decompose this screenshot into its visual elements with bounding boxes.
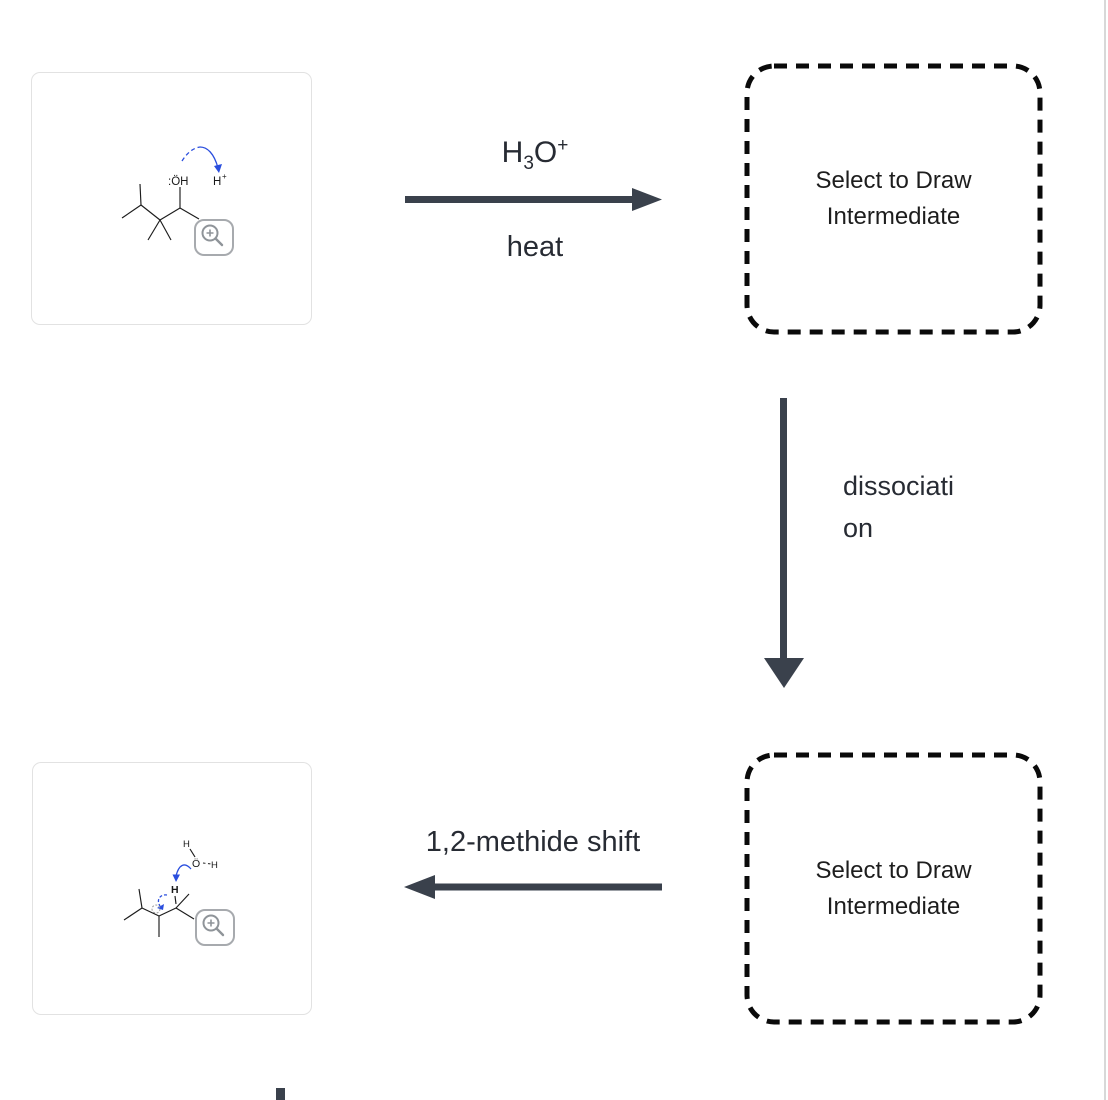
mechanism-arrow-solid-segment [199,146,219,169]
reactant-structure-card: :ÖH H + [31,72,312,325]
intermediate-placeholder-text-2: Select to Draw Intermediate [815,856,972,920]
forward-reaction-arrow [405,188,662,211]
next-step-arrow-stub [276,1088,285,1100]
bond-ipr-cplus [141,907,160,917]
shift-arrowhead [157,904,164,910]
dissociation-label-line2: on [843,513,874,543]
bond-c3-methyl-b [159,219,172,241]
proton-charge: + [222,172,227,181]
mechanism-arrowhead [214,164,222,173]
intermediate-placeholder-text-1: Select to Draw Intermediate [815,167,972,230]
reagent-label: H3O+ [400,135,670,175]
intermediate-dropzone-1[interactable]: Select to Draw Intermediate [744,63,1043,335]
reactant-molecule-drawing: :ÖH H + [121,146,227,241]
dashed-border [744,63,1043,335]
carbon-h-label: H [171,884,179,896]
dissociation-arrow [764,398,804,688]
water-o: Ö [192,858,200,870]
deprotonation-arrow [175,864,192,877]
proton-label: H [213,176,221,188]
bond-ipr-methyl-up [138,888,143,909]
water-h-top: H [183,839,190,850]
water-h-right: H [211,860,218,871]
bond-ch-methyl-dr [175,907,195,920]
reagent-sup: + [557,135,569,156]
reagent-h: H [501,136,524,169]
carbocation-orbital-circle [151,904,161,914]
dashed-border [744,752,1043,1025]
zoom-structure-button[interactable] [195,909,235,946]
bond-c4-methyl-dl [121,204,142,219]
bond-cplus-ch [158,907,177,917]
reagent-sub: 3 [523,153,534,174]
bond-c-methyl [179,207,200,220]
bond-ipr-methyl-dl [123,907,143,921]
methide-shift-arrow [404,875,662,899]
bond-ch-methyl-ur [175,893,190,909]
dissociation-label-line1: dissociati [843,471,955,501]
bond-c3-c4 [140,204,161,221]
zoom-structure-button[interactable] [194,219,234,256]
methide-shift-label: 1,2-methide shift [425,826,641,858]
mechanism-arrow-dashed-segment [181,146,201,162]
condition-label: heat [506,231,564,263]
bond-c4-methyl-up [139,183,142,206]
reagent-o: O [533,136,558,169]
intermediate-dropzone-2[interactable]: Select to Draw Intermediate [744,752,1043,1025]
bond-c3-methyl-a [147,219,161,241]
dissociation-label: dissociati on [843,465,993,549]
magnify-plus-icon [202,914,225,937]
deprotonation-arrowhead [172,874,180,882]
panel-divider [1104,0,1106,1100]
shift-arrow-dashed [157,894,168,907]
bond-h-c [174,895,177,905]
magnify-plus-icon [201,224,224,247]
carbocation-structure-card: H Ö H H [32,762,312,1015]
bond-water-h-o [189,848,196,858]
carbocation-molecule-drawing: H Ö H H [123,839,218,937]
bond-water-o-h-dashed [202,862,212,865]
hydroxyl-label: :ÖH [168,176,188,188]
bond-c2-c3 [159,207,181,221]
